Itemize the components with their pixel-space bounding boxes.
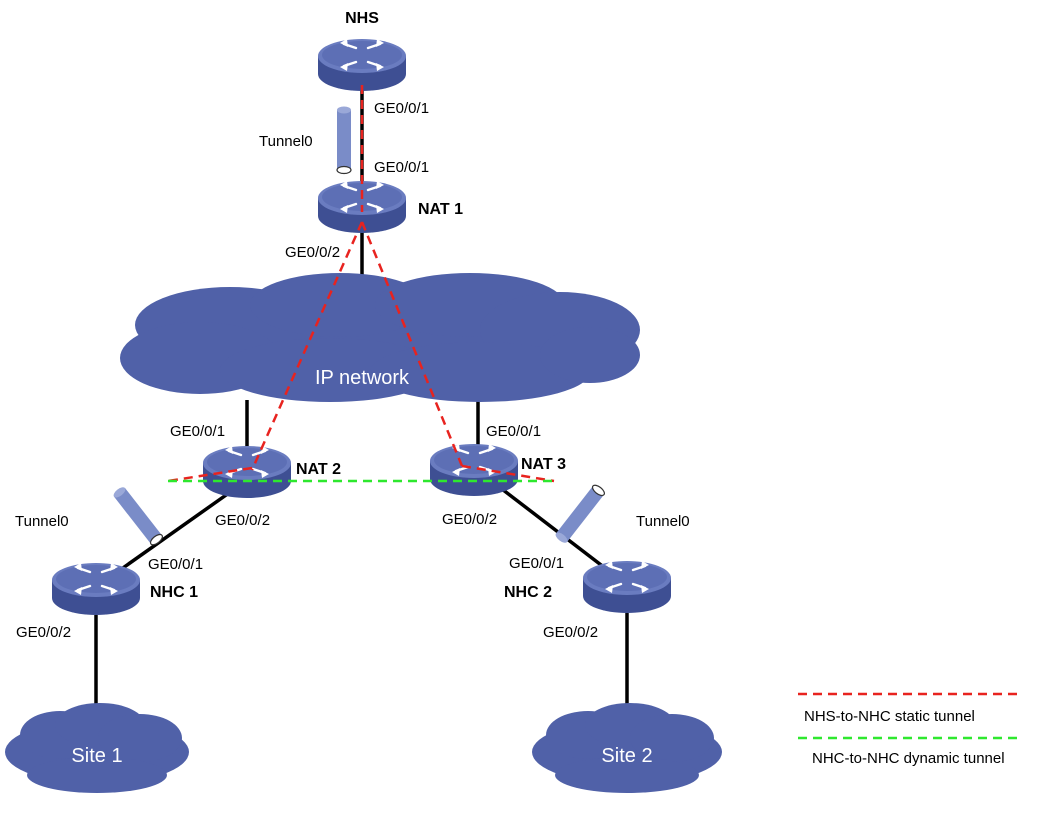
nat3-ge002-label: GE0/0/2 [442,511,497,528]
static-tunnel-nat1-nat2 [250,221,364,471]
site1-cloud [5,703,189,793]
router-nat3 [428,442,520,498]
ip-network-label: IP network [315,367,410,389]
nhc2-ge002-label: GE0/0/2 [543,624,598,641]
physical-links [94,88,629,712]
tunnel-label-top: Tunnel0 [259,133,313,150]
link-nat3-nhc2 [496,484,607,570]
nhc1-ge002-label: GE0/0/2 [16,624,71,641]
ip-network-cloud [120,273,640,402]
tunnel-pipe-right [555,484,605,543]
site2-cloud [532,703,722,793]
nat2-ge002-label: GE0/0/2 [215,512,270,529]
nat2-label: NAT 2 [296,461,341,478]
nat1-ge002-label: GE0/0/2 [285,244,340,261]
static-tunnel-nat3-nhc2 [461,464,555,483]
nat1-label: NAT 1 [418,201,463,218]
nat2-ge001-label: GE0/0/1 [170,423,225,440]
nat3-label: NAT 3 [521,456,566,473]
site2-label: Site 2 [601,745,652,767]
router-nhc2 [581,559,673,615]
nat1-ge001-label: GE0/0/1 [374,159,429,176]
legend-static-label: NHS-to-NHC static tunnel [804,708,975,725]
tunnel-label-right: Tunnel0 [636,513,690,530]
tunnel-label-left: Tunnel0 [15,513,69,530]
tunnel-pipe-left [113,487,163,546]
nhc1-label: NHC 1 [150,584,198,601]
nhs-ge001-label: GE0/0/1 [374,100,429,117]
nhc1-ge001-label: GE0/0/1 [148,556,203,573]
legend-dynamic-label: NHC-to-NHC dynamic tunnel [812,750,1005,767]
nat3-ge001-label: GE0/0/1 [486,423,541,440]
router-nhc1 [50,561,142,617]
legend: NHS-to-NHC static tunnel NHC-to-NHC dyna… [798,692,1022,767]
router-nat2 [201,444,293,500]
nhc2-label: NHC 2 [504,584,552,601]
tunnel-pipe-top [336,106,352,175]
nhs-label: NHS [345,10,379,27]
router-nhs [316,37,408,93]
nhc2-ge001-label: GE0/0/1 [509,555,564,572]
static-tunnels [167,85,555,483]
link-nat2-nhc1 [118,486,238,572]
site1-label: Site 1 [71,745,122,767]
